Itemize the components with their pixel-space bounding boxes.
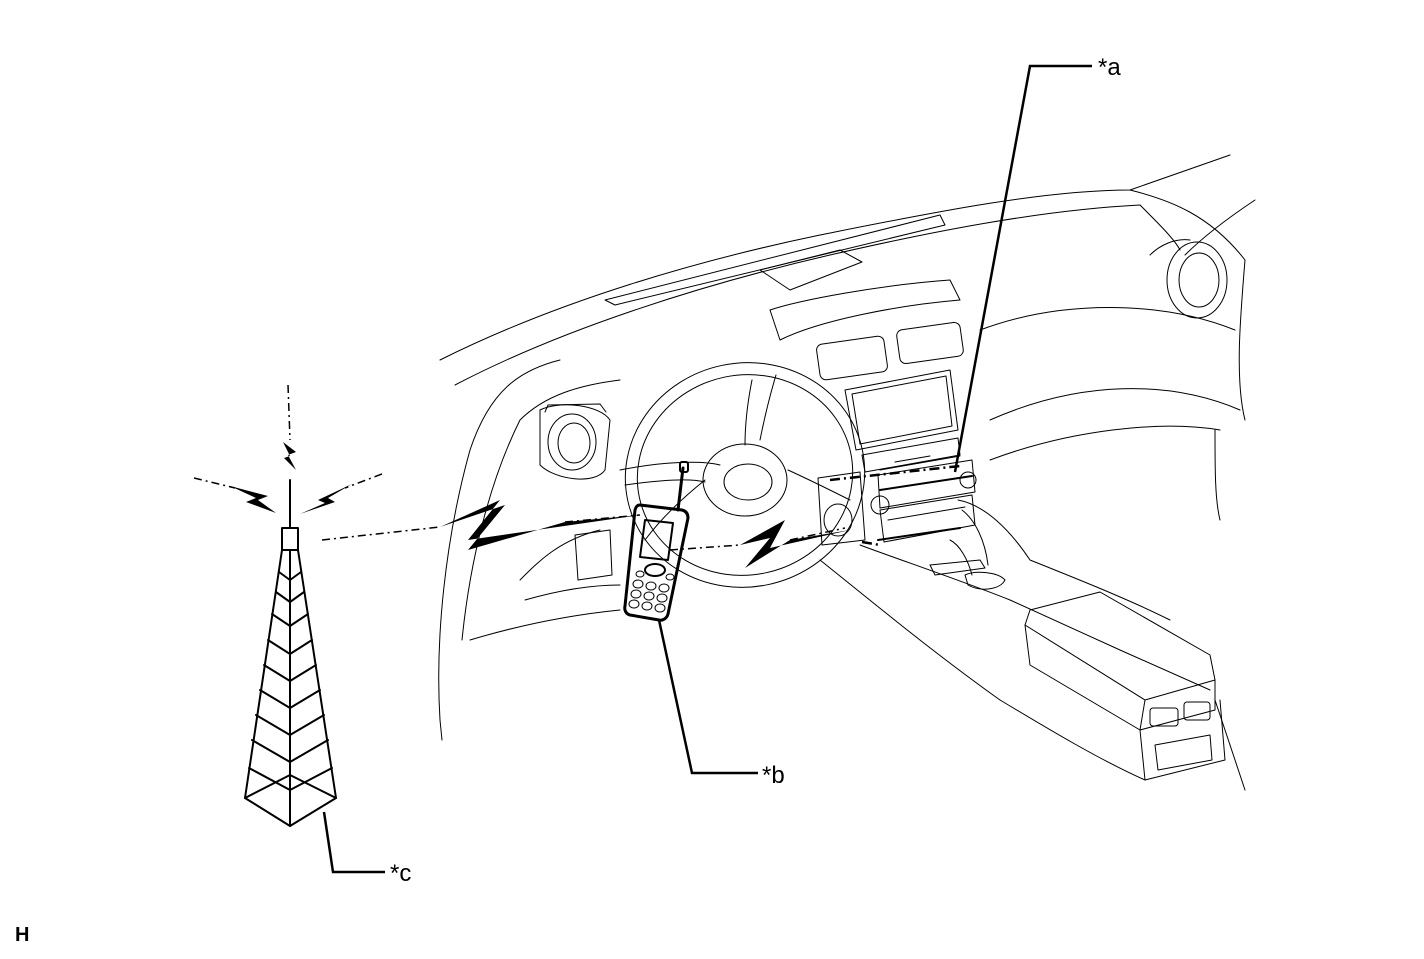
callout-label-b: *b bbox=[762, 762, 785, 789]
vehicle-interior-drawing bbox=[438, 154, 1256, 791]
lightning-bolt-icon bbox=[440, 500, 640, 550]
mobile-phone-drawing bbox=[623, 461, 690, 622]
lightning-bolt-icon bbox=[283, 442, 296, 470]
leader-line-a bbox=[953, 64, 1092, 473]
callout-label-a: *a bbox=[1098, 54, 1121, 81]
leader-line-b bbox=[657, 619, 758, 775]
lightning-bolt-icon bbox=[230, 486, 276, 513]
figure-code: H bbox=[15, 924, 30, 946]
lightning-bolt-icon bbox=[740, 520, 850, 568]
callout-leaders bbox=[322, 64, 1092, 874]
callout-label-c: *c bbox=[390, 860, 412, 887]
lightning-bolt-icon bbox=[300, 484, 352, 514]
cell-tower-drawing bbox=[193, 384, 383, 827]
wireless-signal-lines bbox=[321, 464, 961, 568]
leader-line-c bbox=[322, 811, 385, 874]
